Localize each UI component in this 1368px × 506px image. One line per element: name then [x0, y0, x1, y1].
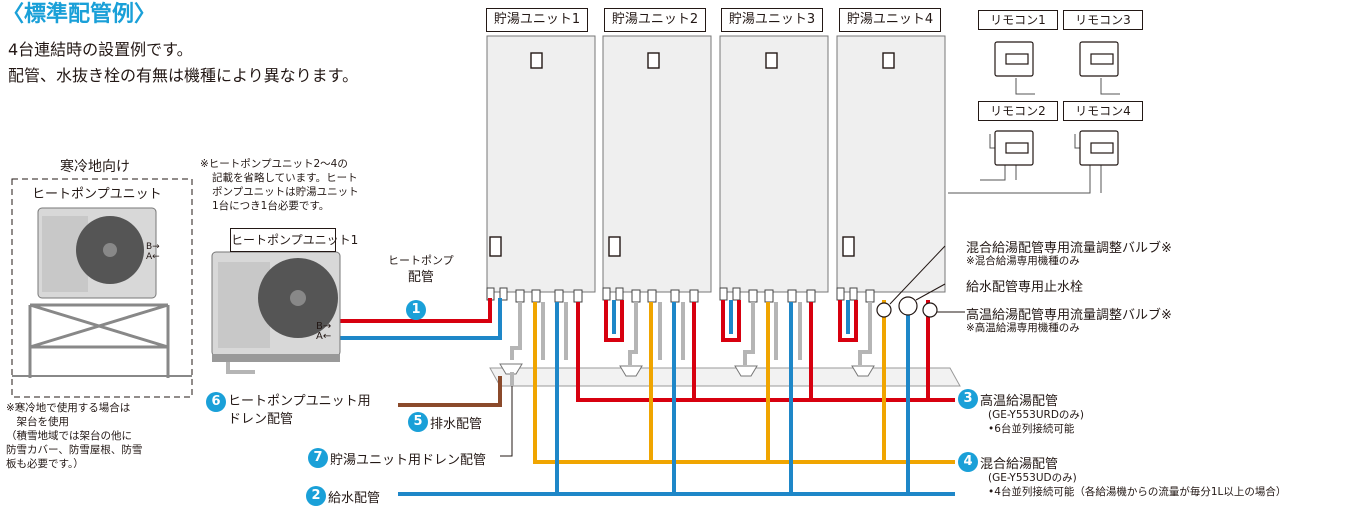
- remote-2-label: リモコン2: [978, 101, 1058, 121]
- cold-region-note: ※寒冷地で使用する場合は 架台を使用（積雪地域では架台の他に防雪カバー、防雪屋根…: [6, 402, 143, 470]
- pipe-2-number: 2: [306, 486, 326, 506]
- heat-pump-unit-1: [211, 251, 341, 362]
- tank-unit-2: [602, 35, 739, 293]
- cold-region-heading: 寒冷地向け: [60, 159, 130, 175]
- pipe-5-label: 排水配管: [430, 417, 483, 432]
- tank-unit-1: [486, 35, 596, 293]
- pipe-1-number: 1: [406, 300, 426, 320]
- intro-line-1: 4台連結時の設置例です。: [8, 40, 193, 59]
- remote-3-label: リモコン3: [1063, 10, 1143, 30]
- pipe-7-number: 7: [308, 448, 328, 468]
- pipe-6-label: ヒートポンプユニット用ドレン配管: [228, 394, 371, 427]
- pipe-7-label: 貯湯ユニット用ドレン配管: [330, 453, 487, 468]
- cold-region-frame: [11, 178, 193, 398]
- pipe-3-label: 高温給湯配管: [980, 394, 1059, 409]
- heat-pump-note: ※ヒートポンプユニット2〜4の記載を省略しています。ヒートポンプユニットは貯湯ユ…: [200, 158, 359, 212]
- cold-region-unit-label: ヒートポンプユニット: [32, 187, 162, 202]
- cold-hp-ports: B→A←: [146, 242, 160, 262]
- high-valve-note: ※高温給湯専用機種のみ: [966, 322, 1080, 334]
- pipe-6-number: 6: [206, 392, 226, 412]
- tank-2-label: 貯湯ユニット2: [604, 8, 706, 32]
- pipe-3-note: (GE-Y553URDのみ)•6台並列接続可能: [988, 409, 1085, 435]
- pipe-5-number: 5: [408, 412, 428, 432]
- cold-region-heat-pump: [28, 207, 170, 378]
- mix-valve-note: ※混合給湯専用機種のみ: [966, 255, 1080, 267]
- pipe-4-note: (GE-Y553UDのみ)•4台並列接続可能（各給湯機からの流量が毎分1L以上の…: [988, 472, 1287, 498]
- floor-slab: [489, 367, 961, 387]
- pipe-4-label: 混合給湯配管: [980, 457, 1059, 472]
- pipe-2-label: 給水配管: [328, 491, 381, 506]
- pipe-1-label: ヒートポンプ配管: [388, 254, 454, 285]
- pipe-4-number: 4: [958, 452, 978, 472]
- tank-unit-3: [719, 35, 829, 293]
- high-valve-label: 高温給湯配管専用流量調整バルブ※: [966, 308, 1172, 323]
- hp-ports: B→A←: [316, 321, 332, 342]
- remote-units: [994, 41, 1119, 166]
- tank-1-label: 貯湯ユニット1: [486, 8, 588, 32]
- remote-4-label: リモコン4: [1063, 101, 1143, 121]
- tank-3-label: 貯湯ユニット3: [721, 8, 823, 32]
- tank-unit-4: [836, 35, 946, 293]
- hp-unit-1-label: ヒートポンプユニット1: [230, 228, 358, 252]
- remote-1-label: リモコン1: [978, 10, 1058, 30]
- pipe-3-number: 3: [958, 389, 978, 409]
- page-title: 〈標準配管例〉: [2, 2, 157, 27]
- intro-line-2: 配管、水抜き栓の有無は機種により異なります。: [8, 66, 359, 85]
- tank-4-label: 貯湯ユニット4: [839, 8, 941, 32]
- stop-valve-label: 給水配管専用止水栓: [966, 280, 1084, 295]
- mix-valve-label: 混合給湯配管専用流量調整バルブ※: [966, 241, 1172, 256]
